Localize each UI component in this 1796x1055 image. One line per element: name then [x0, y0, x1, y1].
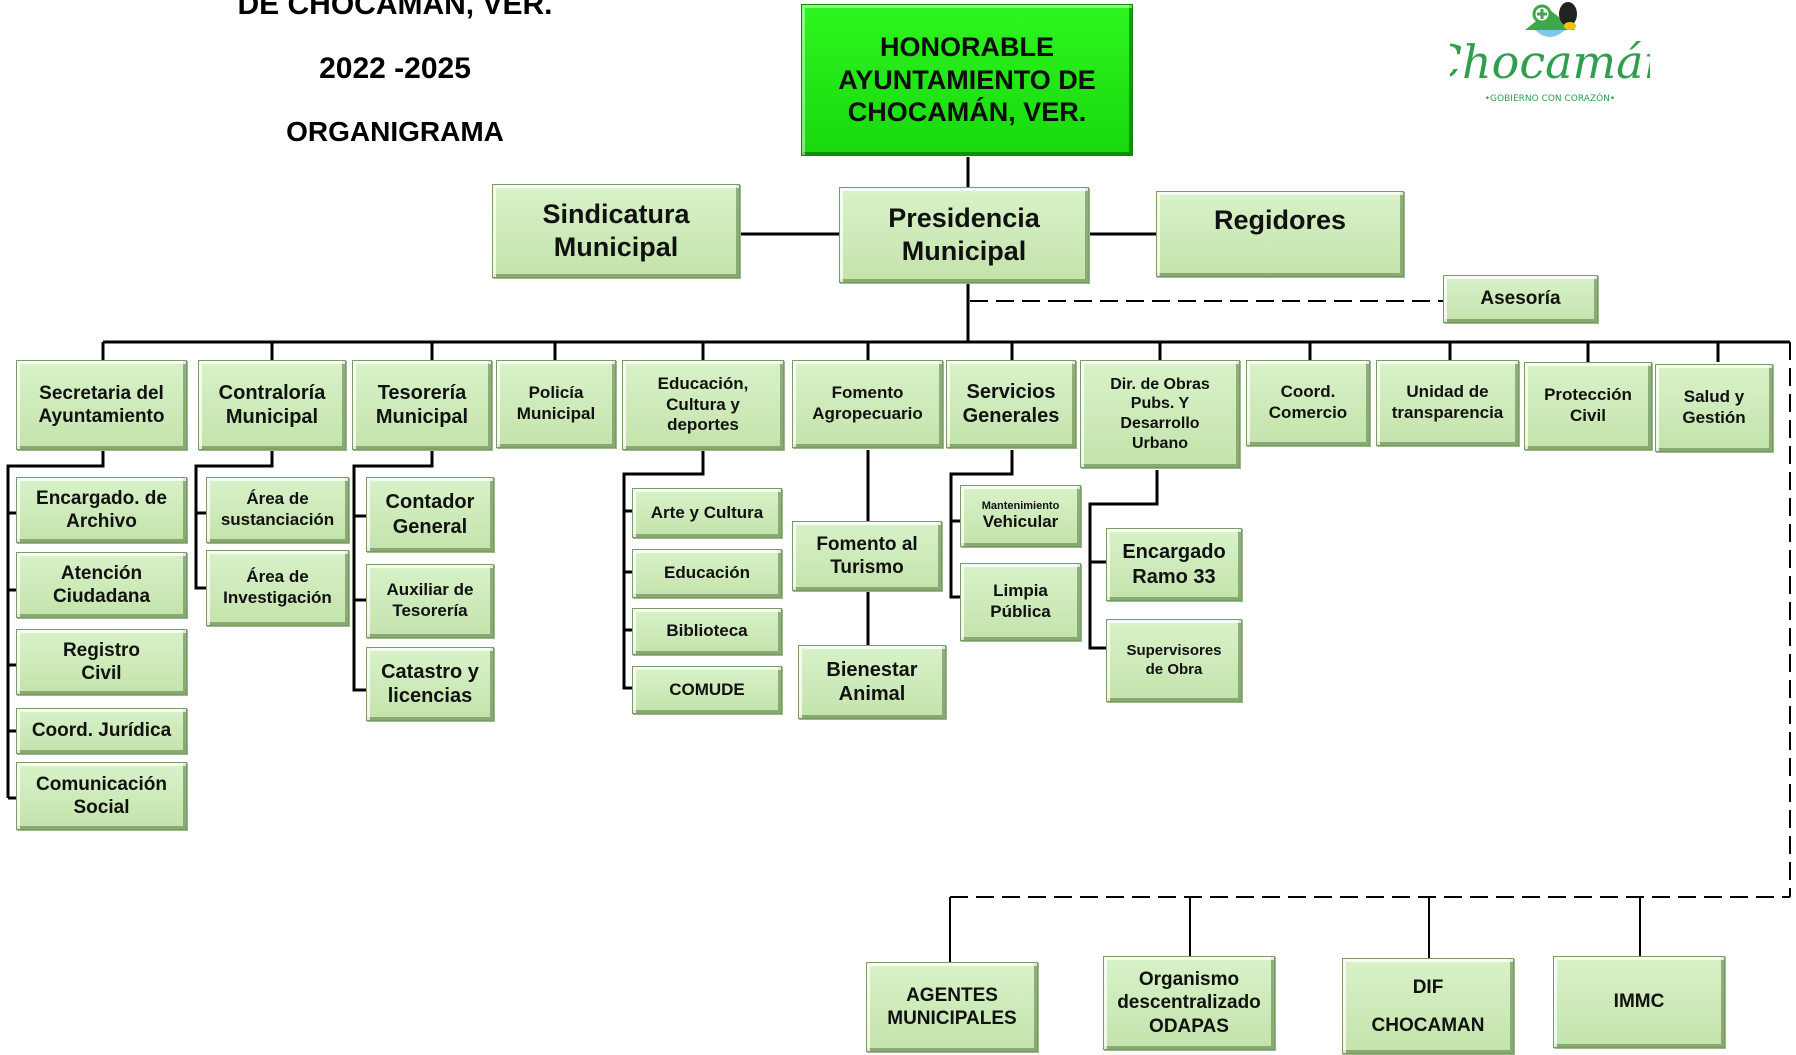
- node-educacion: Educación: [632, 549, 782, 598]
- node-biblioteca: Biblioteca: [632, 608, 782, 655]
- header-period: 2022 -2025: [319, 52, 471, 85]
- node-transparencia: Unidad de transparencia: [1376, 360, 1519, 446]
- node-ayuntamiento: HONORABLE AYUNTAMIENTO DE CHOCAMÁN, VER.: [801, 4, 1133, 156]
- header-title: DE CHOCAMÁN, VER.: [237, 0, 553, 21]
- node-dif: DIF CHOCAMAN: [1342, 958, 1514, 1054]
- node-auxiliar: Auxiliar de Tesorería: [366, 564, 494, 638]
- mantenimiento-label: Vehicular: [982, 511, 1059, 531]
- node-contador: Contador General: [366, 477, 494, 552]
- node-secretaria: Secretaria del Ayuntamiento: [16, 360, 187, 450]
- node-bienestar: Bienestar Animal: [798, 645, 946, 719]
- node-salud: Salud y Gestión: [1655, 364, 1773, 452]
- node-odapas: Organismo descentralizado ODAPAS: [1103, 956, 1275, 1050]
- node-investigacion: Área de Investigación: [206, 550, 349, 626]
- node-arte-cultura: Arte y Cultura: [632, 488, 782, 538]
- node-fomento-agropecuario: Fomento Agropecuario: [792, 360, 943, 448]
- node-supervisores: Supervisores de Obra: [1106, 619, 1242, 702]
- node-juridica: Coord. Jurídica: [16, 708, 187, 754]
- node-policia: Policía Municipal: [496, 360, 616, 448]
- svg-text:•GOBIERNO CON CORAZÓN•: •GOBIERNO CON CORAZÓN•: [1485, 92, 1615, 104]
- node-turismo: Fomento al Turismo: [792, 521, 942, 591]
- node-sustanciacion: Área de sustanciación: [206, 477, 349, 543]
- chocaman-logo: Chocamán •GOBIERNO CON CORAZÓN•: [1427, 0, 1673, 110]
- node-asesoria: Asesoría: [1443, 275, 1598, 323]
- node-comercio: Coord. Comercio: [1246, 360, 1370, 446]
- node-catastro: Catastro y licencias: [366, 647, 494, 721]
- node-immc: IMMC: [1553, 956, 1725, 1048]
- node-regidores: Regidores: [1156, 191, 1404, 277]
- node-contraloria: Contraloría Municipal: [198, 360, 346, 450]
- node-comunicacion: Comunicación Social: [16, 762, 187, 830]
- node-ramo33: Encargado Ramo 33: [1106, 528, 1242, 601]
- node-obras: Dir. de Obras Pubs. Y Desarrollo Urbano: [1080, 360, 1240, 468]
- node-agentes: AGENTES MUNICIPALES: [866, 962, 1038, 1052]
- node-educacion-cultura: Educación, Cultura y deportes: [622, 360, 784, 450]
- node-atencion: Atención Ciudadana: [16, 552, 187, 618]
- node-presidencia: Presidencia Municipal: [839, 187, 1089, 283]
- node-sindicatura: Sindicatura Municipal: [492, 184, 740, 278]
- node-tesoreria: Tesorería Municipal: [352, 360, 492, 450]
- node-registro: Registro Civil: [16, 629, 187, 695]
- svg-text:Chocamán: Chocamán: [1450, 35, 1650, 89]
- node-comude: COMUDE: [632, 666, 782, 714]
- node-servicios-generales: Servicios Generales: [946, 360, 1076, 448]
- mantenimiento-label-small: Mantenimiento: [981, 499, 1060, 512]
- header-subtitle: ORGANIGRAMA: [286, 116, 504, 147]
- node-archivo: Encargado. de Archivo: [16, 477, 187, 543]
- node-limpia: Limpia Pública: [960, 563, 1081, 641]
- node-proteccion-civil: Protección Civil: [1524, 362, 1652, 450]
- node-mantenimiento: Mantenimiento Vehicular: [960, 485, 1081, 547]
